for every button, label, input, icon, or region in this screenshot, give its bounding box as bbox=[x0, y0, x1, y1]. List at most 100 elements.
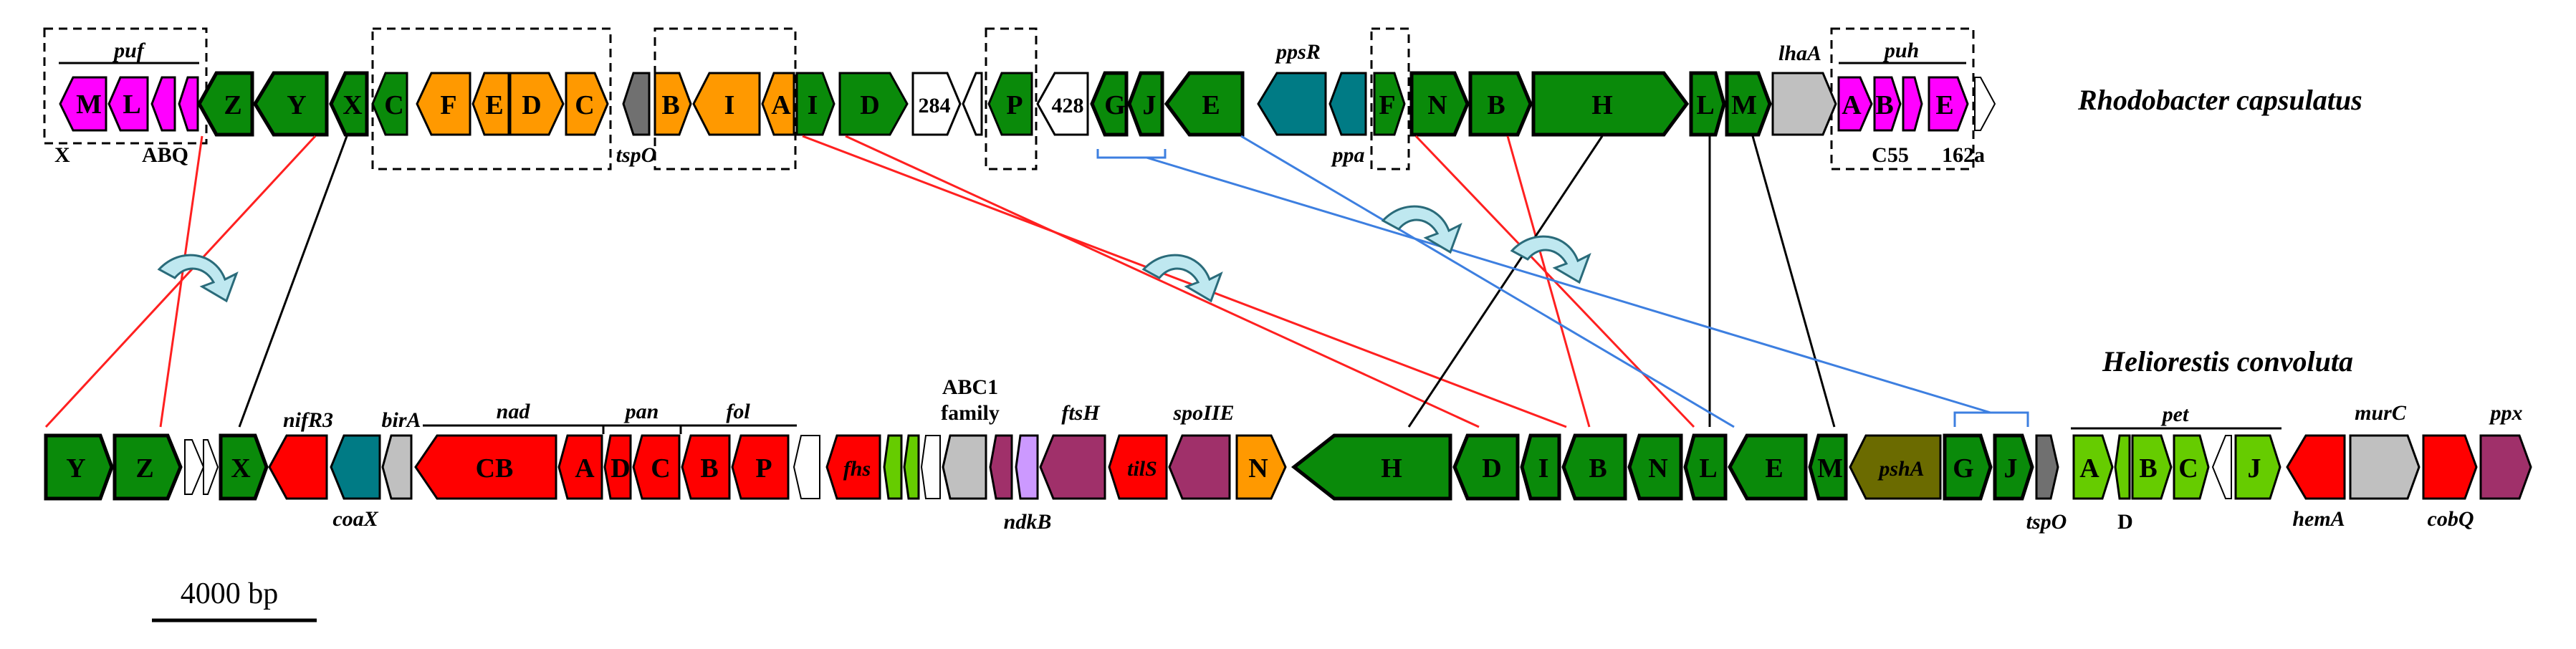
lbl-bchY: Y bbox=[287, 90, 306, 120]
lbl-pufABQ: ABQ bbox=[142, 143, 188, 167]
top-annotations: puf X ABQ tspO ppsR ppa lhaA puh C55 162… bbox=[54, 39, 2362, 167]
lbl-162a: 162a bbox=[1942, 143, 1985, 167]
gene-bchJ-bot bbox=[1993, 433, 2034, 501]
gene-puhA bbox=[1837, 76, 1873, 132]
gene-spoIIE bbox=[1168, 434, 1231, 500]
lbl-bchE-bot: E bbox=[1765, 453, 1783, 484]
gene-petA bbox=[2072, 434, 2114, 500]
lbl-pan: pan bbox=[623, 400, 659, 423]
gene-crtC bbox=[565, 72, 609, 136]
lbl-crtI: I bbox=[724, 90, 735, 120]
lbl-C55: C55 bbox=[1872, 143, 1909, 167]
lbl-folB: B bbox=[700, 453, 718, 484]
bottom-annotations: Heliorestis convoluta nifR3 coaX birA na… bbox=[283, 345, 2523, 534]
gene-bchY-bot bbox=[44, 433, 114, 501]
lbl-birA: birA bbox=[381, 408, 421, 432]
lbl-bchZ: Z bbox=[224, 90, 241, 120]
lbl-bchG-bot: G bbox=[1953, 453, 1974, 484]
lbl-nadCB: CB bbox=[476, 453, 514, 484]
gene-bchB-top bbox=[1468, 71, 1533, 137]
lbl-bchX: X bbox=[343, 90, 362, 120]
gene-bchX-bot bbox=[219, 433, 269, 501]
gene-orf-small bbox=[962, 72, 983, 136]
lbl-bchB-top: B bbox=[1487, 90, 1505, 120]
lbl-bchL-top: L bbox=[1696, 90, 1714, 120]
gene-ppsR bbox=[1257, 72, 1327, 136]
lbl-bchI-bot: I bbox=[1538, 453, 1549, 484]
lbl-bchI-top: I bbox=[808, 90, 818, 120]
lbl-bchC: C bbox=[384, 90, 403, 120]
gene-bchJ-top bbox=[1127, 71, 1164, 137]
lbl-fol: fol bbox=[726, 400, 750, 423]
lbl-panD: D bbox=[611, 453, 630, 484]
gene-orf-w4 bbox=[920, 435, 941, 499]
lbl-lhaA: lhaA bbox=[1778, 42, 1821, 65]
lbl-fhs: fhs bbox=[843, 457, 871, 481]
lbl-nad: nad bbox=[497, 400, 531, 423]
lbl-bchF-top: F bbox=[1379, 90, 1395, 120]
gene-bchN-bot bbox=[1627, 433, 1683, 501]
link-blue-2 bbox=[1240, 135, 1735, 428]
gene-panD bbox=[603, 434, 632, 500]
scale-bar-label: 4000 bp bbox=[181, 577, 279, 610]
link-red-2 bbox=[159, 135, 204, 428]
lbl-tspO-bot: tspO bbox=[2026, 510, 2067, 534]
box-puf bbox=[43, 27, 208, 145]
top-gene-track bbox=[59, 71, 1996, 137]
lbl-petA: A bbox=[2079, 453, 2099, 484]
lbl-orf284: 284 bbox=[919, 94, 951, 117]
lbl-ppsR: ppsR bbox=[1274, 40, 1321, 64]
lbl-bchX-bot: X bbox=[231, 453, 250, 484]
gene-murC bbox=[2349, 434, 2421, 500]
gene-ppx bbox=[2479, 434, 2532, 500]
organism-top: Rhodobacter capsulatus bbox=[2077, 84, 2362, 116]
link-black-4 bbox=[1751, 135, 1836, 428]
lbl-crtC: C bbox=[575, 90, 594, 120]
lbl-pet: pet bbox=[2160, 403, 2190, 426]
gene-fhs bbox=[825, 434, 881, 500]
box-bchF bbox=[1370, 27, 1410, 170]
gene-lhaA bbox=[1771, 72, 1837, 136]
gene-petB bbox=[2131, 434, 2173, 500]
gene-lg1 bbox=[883, 434, 903, 500]
gene-ppa bbox=[1328, 72, 1367, 136]
link-red-4 bbox=[845, 135, 1480, 428]
gene-bchC bbox=[371, 72, 408, 136]
lbl-bchY-bot: Y bbox=[66, 453, 85, 484]
gene-crtD bbox=[509, 72, 565, 136]
gene-pufA bbox=[178, 76, 199, 132]
lbl-bchP: P bbox=[1006, 90, 1023, 120]
gene-pufB bbox=[150, 76, 176, 132]
bottom-gene-labels: Y Z X CB A D C B P fhs tilS N H D I B N … bbox=[66, 453, 2261, 484]
gene-N-orange bbox=[1235, 434, 1287, 500]
inversion-arrow-4 bbox=[1510, 235, 1591, 284]
lbl-orf428: 428 bbox=[1052, 94, 1084, 117]
gene-crtF bbox=[416, 72, 471, 136]
gene-nadA bbox=[557, 434, 603, 500]
lbl-pshA: pshA bbox=[1877, 457, 1924, 481]
link-blue-bracket-bottom bbox=[1953, 411, 2029, 427]
lbl-puhE: E bbox=[1935, 90, 1953, 120]
top-gene-labels: M L Z Y X C F E D C B I A I D 284 P 428 … bbox=[76, 90, 1954, 120]
gene-bchG-top bbox=[1090, 71, 1129, 137]
gene-puhB bbox=[1873, 76, 1902, 132]
gene-bchE-bot bbox=[1728, 433, 1808, 501]
gene-bchL-top bbox=[1689, 71, 1726, 137]
gene-bchI-top bbox=[795, 72, 835, 136]
lbl-pufM: M bbox=[76, 90, 102, 120]
gene-ftsH bbox=[1039, 434, 1106, 500]
gene-bchM-bot bbox=[1808, 433, 1848, 501]
gene-bchM-top bbox=[1725, 71, 1772, 137]
link-red-6 bbox=[1506, 135, 1591, 428]
gene-crtA bbox=[761, 72, 795, 136]
gene-bchF-top bbox=[1373, 72, 1406, 136]
lbl-N-orange: N bbox=[1248, 453, 1268, 484]
lbl-family: family bbox=[941, 401, 1000, 425]
gene-abc1 bbox=[942, 434, 987, 500]
lbl-petC: C bbox=[2178, 453, 2198, 484]
lbl-bchD-bot: D bbox=[1482, 453, 1501, 484]
gene-orf-w3 bbox=[793, 435, 820, 499]
gene-orf-w5 bbox=[2211, 435, 2232, 499]
gene-bchZ bbox=[197, 71, 254, 137]
